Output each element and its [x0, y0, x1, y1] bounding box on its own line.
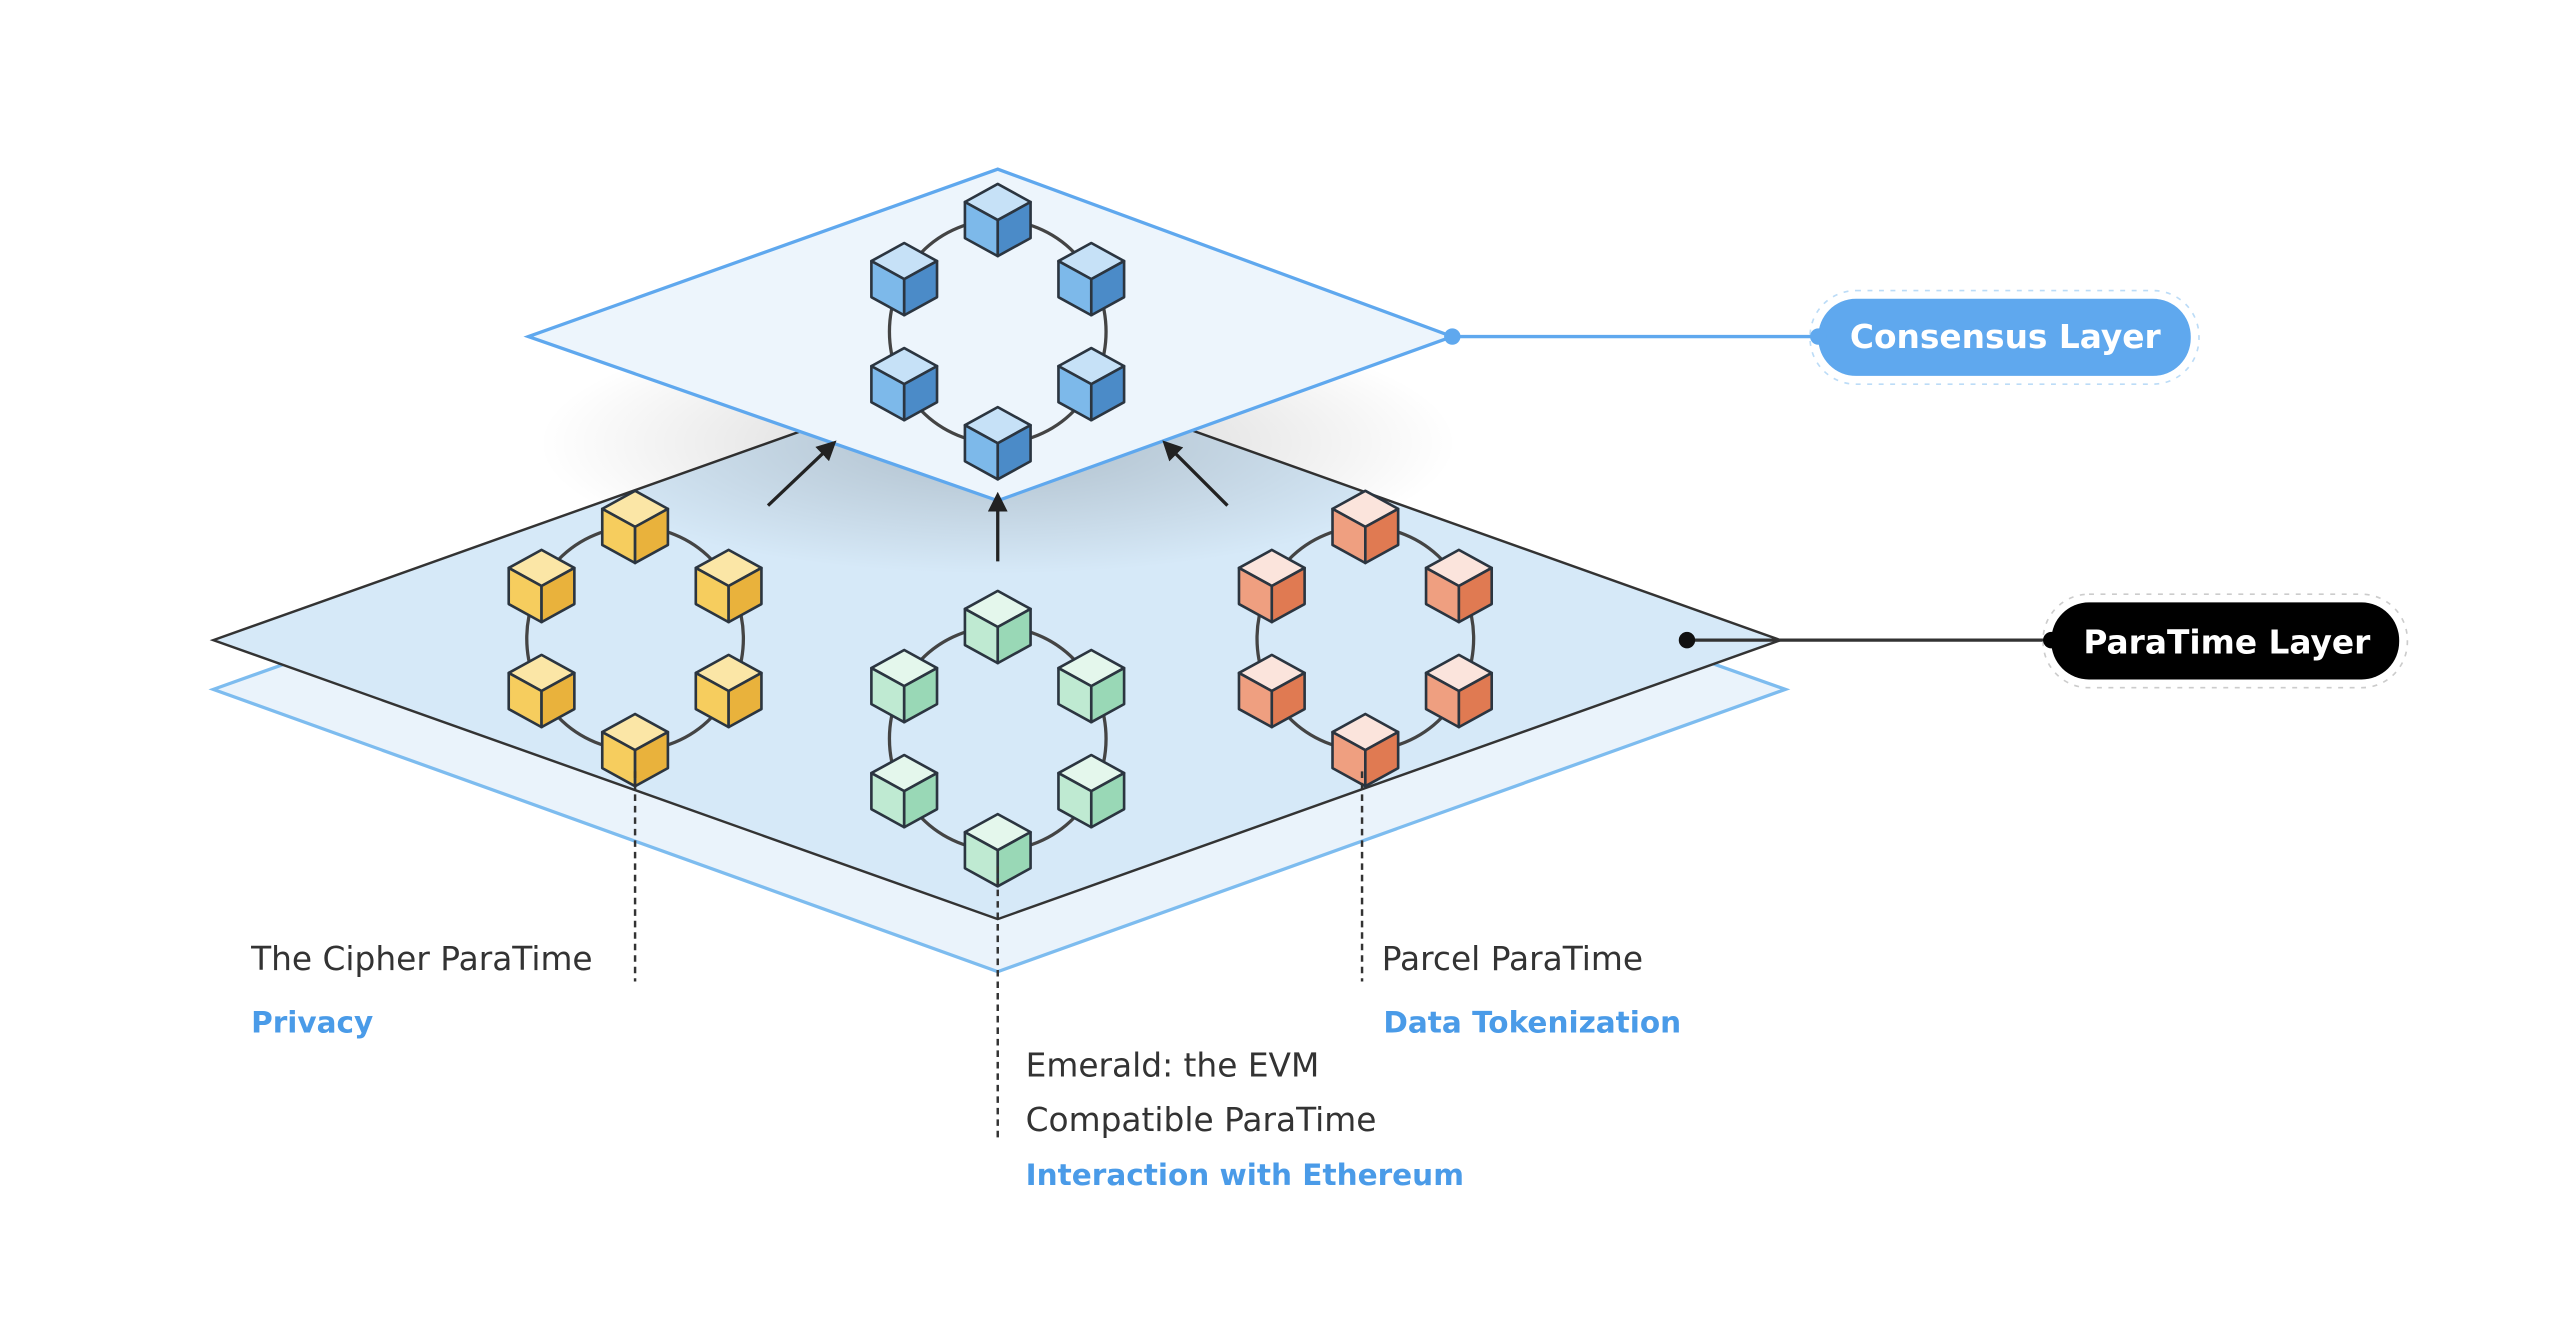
cube-icon	[963, 812, 1032, 888]
cube-icon	[963, 589, 1032, 665]
paratime-layer-label: ParaTime Layer	[2083, 623, 2371, 661]
cube-icon	[694, 548, 763, 624]
emerald-paratime-use: Interaction with Ethereum	[1026, 1158, 1464, 1192]
paratime-layer-pill: ParaTime Layer	[2042, 593, 2409, 689]
cube-icon	[1057, 241, 1126, 317]
consensus-layer-label: Consensus Layer	[1850, 318, 2162, 356]
cube-icon	[1424, 653, 1494, 729]
cube-icon	[507, 548, 576, 624]
cube-icon	[1057, 346, 1126, 422]
emerald-paratime-name-line2: Compatible ParaTime	[1026, 1101, 1377, 1139]
cube-icon	[870, 753, 939, 829]
arrow-cipher-to-consensus	[766, 440, 837, 507]
parcel-paratime-name: Parcel ParaTime	[1382, 940, 1643, 978]
cipher-paratime-use: Privacy	[251, 1005, 373, 1039]
emerald-paratime-name-line1: Emerald: the EVM	[1026, 1047, 1320, 1085]
paratime-connector-dot	[1678, 631, 1696, 649]
consensus-node-ring	[870, 182, 1126, 481]
cube-icon	[694, 653, 763, 729]
cube-icon	[870, 241, 939, 317]
cube-icon	[1237, 653, 1306, 729]
cube-icon	[1331, 489, 1400, 565]
cube-icon	[600, 489, 670, 565]
cube-icon	[1057, 648, 1126, 724]
cube-icon	[1237, 548, 1306, 624]
cube-icon	[870, 648, 939, 724]
cube-icon	[507, 653, 576, 729]
emerald-node-ring	[870, 589, 1126, 888]
consensus-connector-dot	[1444, 328, 1461, 345]
parcel-node-ring	[1237, 489, 1494, 788]
cube-icon	[870, 346, 939, 422]
parcel-paratime-use: Data Tokenization	[1383, 1005, 1681, 1039]
cube-icon	[1057, 753, 1126, 829]
consensus-layer-pill: Consensus Layer	[1809, 289, 2200, 385]
cipher-node-ring	[507, 489, 763, 788]
cube-icon	[963, 405, 1032, 481]
cube-icon	[1331, 712, 1400, 788]
cube-icon	[963, 182, 1032, 258]
arrow-parcel-to-consensus	[1162, 440, 1229, 507]
cube-icon	[1424, 548, 1494, 624]
cipher-paratime-name: The Cipher ParaTime	[250, 940, 593, 978]
